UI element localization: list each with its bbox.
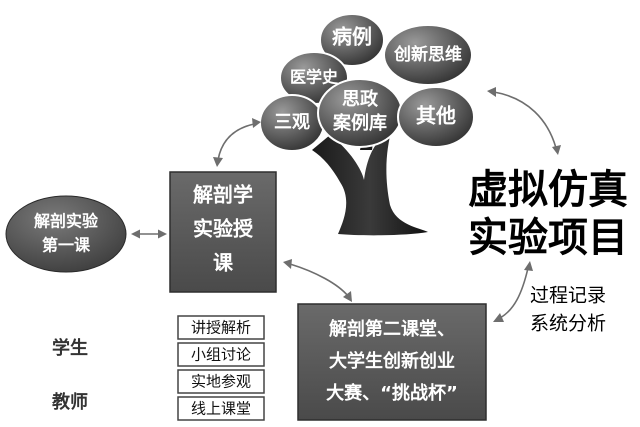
- leaf-sizheng-line1: 思政: [342, 88, 379, 110]
- method-item: 线上课堂: [177, 396, 265, 421]
- method-item: 讲授解析: [177, 315, 265, 340]
- leaf-sanguan-label: 三观: [274, 112, 310, 133]
- second-class-node: 解剖第二课堂、 大学生创新创业 大赛、“挑战杯”: [297, 303, 487, 421]
- leaf-bingli: 病例: [319, 13, 385, 67]
- second-class-line1: 解剖第二课堂、: [329, 318, 455, 340]
- first-class-node: 解剖实验 第一课: [5, 195, 127, 273]
- virtual-title-line1: 虚拟仿真: [468, 167, 628, 213]
- leaf-sanguan: 三观: [259, 94, 325, 152]
- leaf-yixueshi-label: 医学史: [290, 68, 339, 87]
- method-label: 讲授解析: [191, 319, 251, 337]
- teaching-line1: 解剖学: [193, 183, 253, 207]
- virtual-sub-line1: 过程记录: [530, 285, 606, 307]
- teaching-node: 解剖学 实验授 课: [169, 171, 277, 293]
- arrow-teaching-secondclass: [283, 259, 352, 302]
- arrow-firstclass-teaching: [131, 229, 167, 239]
- methods-list: 讲授解析 小组讨论 实地参观 线上课堂: [177, 315, 265, 421]
- leaf-bingli-label: 病例: [332, 25, 372, 49]
- second-class-line2: 大学生创新创业: [329, 350, 455, 372]
- leaf-chuangxin: 创新思维: [383, 24, 473, 86]
- first-class-line2: 第一课: [42, 236, 91, 255]
- leaf-qita: 其他: [397, 86, 475, 148]
- arrow-teaching-tree: [213, 118, 261, 167]
- method-label: 线上课堂: [191, 400, 251, 418]
- tree-trunk: [312, 128, 428, 236]
- leaf-qita-label: 其他: [416, 104, 456, 128]
- method-label: 实地参观: [191, 373, 251, 391]
- second-class-line3: 大赛、“挑战杯”: [326, 382, 458, 404]
- method-item: 实地参观: [177, 369, 265, 394]
- method-item: 小组讨论: [177, 342, 265, 367]
- role-student: 学生: [52, 337, 88, 359]
- teaching-line2: 实验授: [193, 217, 254, 241]
- role-teacher: 教师: [52, 391, 88, 413]
- first-class-line1: 解剖实验: [34, 212, 99, 231]
- leaf-sizheng: 思政 案例库: [317, 78, 403, 148]
- leaf-chuangxin-label: 创新思维: [393, 44, 462, 65]
- arrow-virtual-secondclass: [493, 261, 533, 322]
- virtual-project: 虚拟仿真 实验项目 过程记录 系统分析: [468, 167, 628, 335]
- teaching-line3: 课: [213, 251, 234, 275]
- arrow-tree-virtual: [487, 87, 561, 155]
- method-label: 小组讨论: [191, 346, 251, 364]
- virtual-title-line2: 实验项目: [468, 215, 628, 261]
- virtual-sub-line2: 系统分析: [530, 313, 606, 335]
- leaf-sizheng-line2: 案例库: [332, 112, 387, 134]
